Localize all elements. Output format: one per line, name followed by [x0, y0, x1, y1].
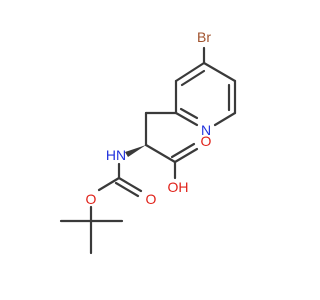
bond-ring-c6-n: [213, 111, 237, 127]
bond-cacid-o-double-a: [173, 147, 199, 164]
bond-ccarb-o-double-a: [117, 176, 143, 193]
bond-cacid-o-double-b: [170, 142, 196, 159]
bond-ring-c4-c5: [202, 61, 237, 83]
molecule-structure: Br N O OH HN O O: [59, 29, 237, 255]
atom-label-o-ester: O: [86, 191, 97, 207]
stereo-wedge-bond: [125, 145, 146, 157]
bond-ring-n-c2: [174, 111, 199, 127]
bond-calpha-cacid: [144, 143, 177, 164]
atom-label-br: Br: [197, 29, 211, 45]
atom-labels: Br N O OH HN O O: [86, 29, 212, 207]
bonds: [59, 46, 237, 255]
atom-label-hn-amide: HN: [106, 147, 126, 163]
atom-label-oh-acid: OH: [168, 179, 189, 195]
molecule-canvas: Br N O OH HN O O: [59, 29, 237, 255]
bond-ring-c3-c4-outer: [174, 61, 206, 83]
atom-label-o-carbonyl-acid: O: [201, 133, 212, 149]
atom-label-o-carbonyl-boc: O: [146, 191, 157, 207]
bond-ccarb-o-double-b: [114, 181, 140, 198]
atom-label-n-pyridine: N: [201, 122, 211, 138]
bond-ring-c3-c4-inner: [180, 69, 206, 87]
bond-ring-n-c2-inner: [179, 107, 199, 120]
bond-ccarb-o-ester: [97, 176, 121, 192]
